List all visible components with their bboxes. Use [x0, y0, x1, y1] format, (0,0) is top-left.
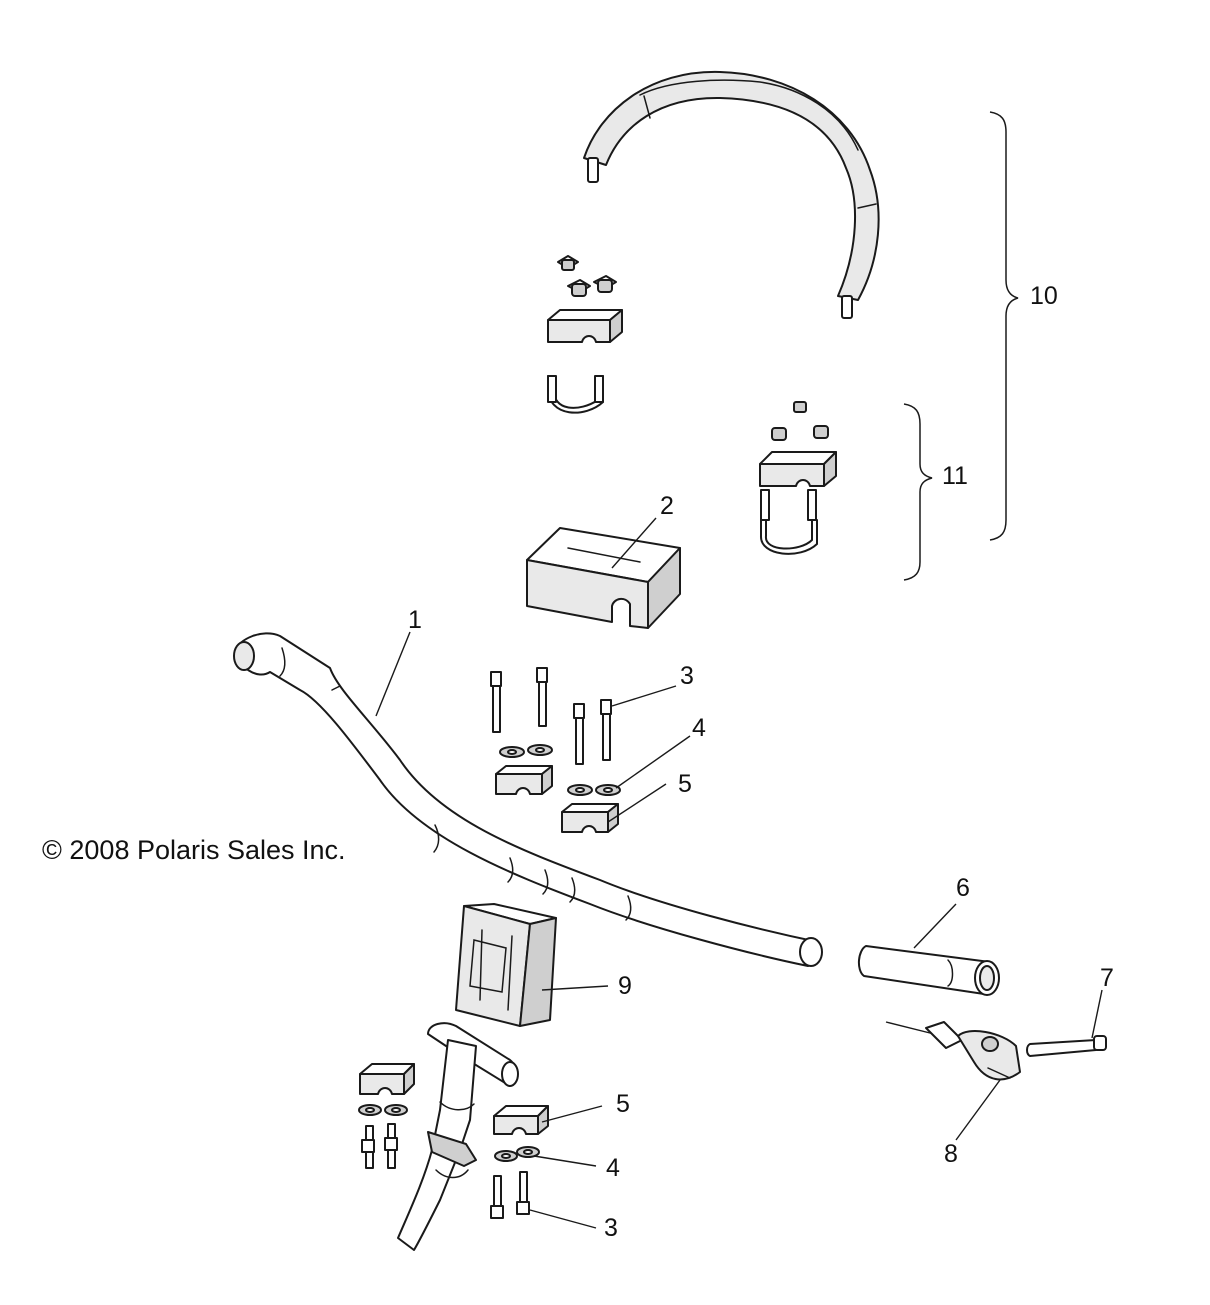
lower-left-hardware: [358, 1063, 415, 1169]
leader-lines: [375, 517, 1103, 1229]
callout-8: 8: [944, 1140, 958, 1168]
callout-6: 6: [956, 874, 970, 902]
callout-11: 11: [942, 462, 968, 490]
callout-1: 1: [408, 606, 422, 634]
copyright-text: © 2008 Polaris Sales Inc.: [42, 835, 346, 865]
bracket-10: [989, 111, 1019, 541]
callout-7: 7: [1100, 964, 1114, 992]
end-pin: [1026, 1035, 1107, 1057]
callout-4-lower: 4: [606, 1154, 620, 1182]
callout-3-lower: 3: [604, 1214, 618, 1242]
upper-clamps: [495, 765, 619, 833]
lower-right-hardware: [490, 1105, 549, 1219]
upper-bolts: [490, 667, 612, 765]
callout-3-upper: 3: [680, 662, 694, 690]
callout-5-upper: 5: [678, 770, 692, 798]
crossbar-pad: [583, 70, 880, 319]
steering-post: [397, 1022, 519, 1251]
callout-9: 9: [618, 972, 632, 1000]
riser-block: [455, 903, 557, 1027]
callout-10: 10: [1030, 282, 1058, 310]
bar-pad: [526, 527, 681, 629]
callout-4-upper: 4: [692, 714, 706, 742]
bracket-11: [903, 403, 933, 581]
callout-2: 2: [660, 492, 674, 520]
connector: [885, 1021, 1021, 1081]
handlebar: [233, 632, 823, 967]
clamp-assembly-lower: [759, 401, 837, 555]
grip: [858, 945, 1000, 996]
upper-washers: [499, 744, 621, 796]
callout-5-lower: 5: [616, 1090, 630, 1118]
clamp-assembly-upper: [547, 255, 623, 414]
